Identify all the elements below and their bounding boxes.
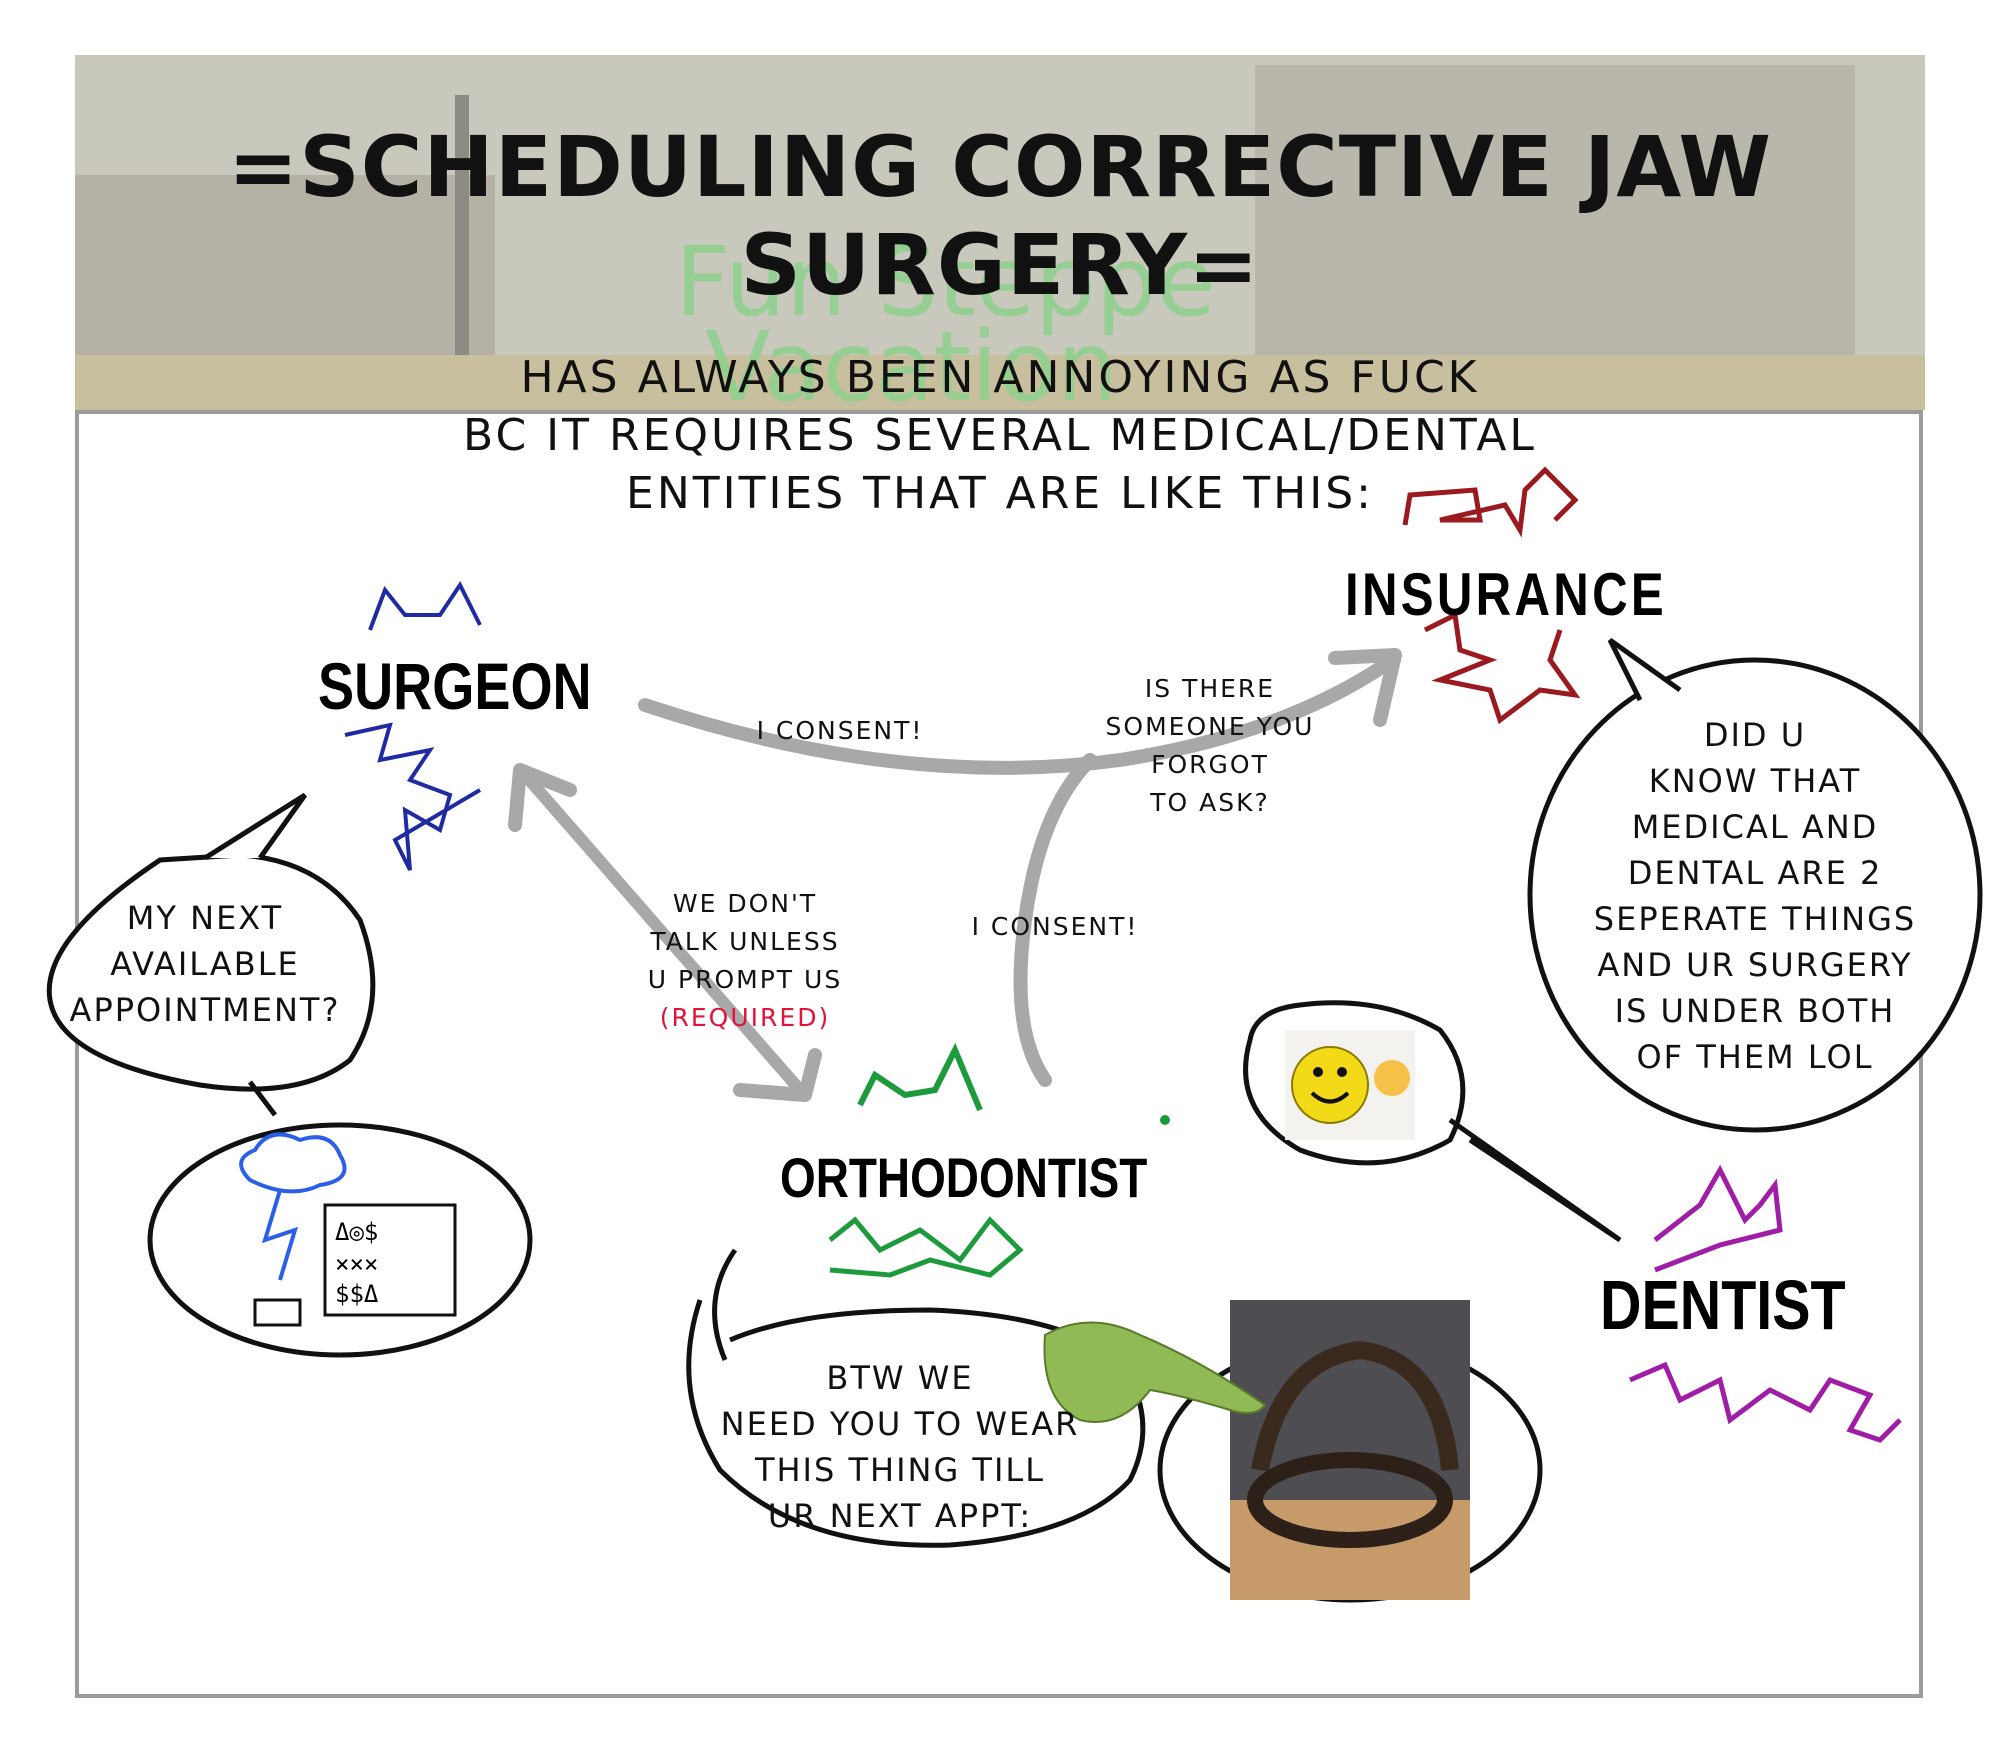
dentist-bubble-tail — [1448, 1117, 1622, 1243]
forgot-line-2: SOMEONE YOU — [1105, 712, 1315, 741]
storm-cloud-icon — [239, 1132, 347, 1194]
waving-hand-icon — [1374, 1060, 1410, 1096]
intro-line-1: HAS ALWAYS BEEN ANNOYING AS FUCK — [520, 352, 1480, 403]
surgeon-bubble-line-2: AVAILABLE — [110, 945, 300, 983]
insurance-bubble-line-7: IS UNDER BOTH — [1614, 992, 1896, 1030]
thought-connector — [248, 1080, 277, 1117]
entity-orthodontist: ORTHODONTIST — [780, 1146, 1148, 1209]
entity-insurance: INSURANCE — [1345, 561, 1668, 628]
dont-talk-line-3: U PROMPT US — [647, 965, 843, 994]
banner-bg-text-2: Vacation — [705, 311, 1118, 410]
surgeon-bubble-text: MY NEXT AVAILABLE APPOINTMENT? — [55, 895, 355, 1033]
ortho-bubble-line-3: THIS THING TILL — [754, 1451, 1046, 1489]
headgear-frame-icon — [1251, 1340, 1459, 1472]
banner-bg-text-1: Fun Steppe — [675, 226, 1216, 338]
arrow-surgeon-ortho — [519, 769, 806, 1096]
entity-dentist: DENTIST — [1600, 1266, 1846, 1344]
insurance-bubble-line-8: OF THEM LOL — [1636, 1038, 1874, 1076]
banner-background-art: Fun Steppe Vacation — [75, 55, 1925, 410]
svg-text:$$Δ: $$Δ — [335, 1280, 379, 1308]
forgot-line-3: FORGOT — [1151, 750, 1269, 779]
insurance-bubble-line-3: MEDICAL AND — [1631, 808, 1879, 846]
surgeon-bubble-line-3: APPOINTMENT? — [69, 991, 341, 1029]
surgeon-scribble-top — [368, 581, 482, 631]
arrowhead-surgeon — [508, 763, 577, 832]
label-forgot-question: IS THERE SOMEONE YOU FORGOT TO ASK? — [1095, 670, 1325, 822]
ortho-speech-bubble — [686, 1299, 1146, 1548]
entity-surgeon: SURGEON — [318, 649, 592, 723]
page-title: =SCHEDULING CORRECTIVE JAW SURGERY= — [227, 118, 1773, 314]
lightning-icon — [261, 1189, 299, 1281]
label-ortho-consent: I CONSENT! — [971, 912, 1139, 941]
ortho-bubble-line-1: BTW WE — [826, 1359, 974, 1397]
slot-symbols: Δ◎$ — [335, 1218, 378, 1246]
arrowhead-ortho — [733, 1048, 822, 1102]
arrowhead-insurance — [1328, 648, 1402, 727]
intro-line-2: BC IT REQUIRES SEVERAL MEDICAL/DENTAL — [463, 410, 1537, 461]
header-banner: Fun Steppe Vacation — [75, 55, 1925, 410]
required-label: (REQUIRED) — [659, 1003, 831, 1032]
surgeon-scribble-bottom — [344, 722, 482, 871]
insurance-bubble-tail — [1607, 637, 1682, 702]
pointing-hand-icon — [1043, 1321, 1267, 1423]
ortho-bubble-line-4: UR NEXT APPT: — [767, 1497, 1033, 1535]
smiley-face-icon — [1291, 1046, 1369, 1124]
insurance-scribble-bottom — [1423, 611, 1581, 725]
surgeon-bubble-tail — [203, 792, 308, 861]
insurance-bubble-line-4: DENTAL ARE 2 — [1627, 854, 1883, 892]
insurance-bubble-line-1: DID U — [1703, 716, 1807, 754]
surgeon-bubble-line-1: MY NEXT — [126, 899, 284, 937]
intro-line-3: ENTITIES THAT ARE LIKE THIS: — [626, 468, 1374, 519]
dont-talk-line-1: WE DON'T — [672, 889, 818, 918]
insurance-bubble-line-6: AND UR SURGERY — [1597, 946, 1913, 984]
slot-button-icon — [253, 1298, 302, 1327]
ortho-bubble-line-2: NEED YOU TO WEAR — [720, 1405, 1080, 1443]
insurance-speech-bubble — [1527, 657, 1983, 1133]
label-surgeon-consent: I CONSENT! — [756, 716, 924, 745]
forgot-line-4: TO ASK? — [1150, 788, 1270, 817]
dentist-scribble-top — [1653, 1164, 1783, 1273]
surgeon-speech-bubble — [46, 852, 376, 1092]
ortho-bubble-tail — [712, 1248, 738, 1361]
ortho-scribble-top — [857, 1042, 983, 1112]
arrow-ortho-insurance — [1013, 753, 1097, 1087]
ortho-bubble-text: BTW WE NEED YOU TO WEAR THIS THING TILL … — [700, 1355, 1100, 1539]
insurance-bubble-line-2: KNOW THAT — [1648, 762, 1862, 800]
dont-talk-line-2: TALK UNLESS — [650, 927, 840, 956]
insurance-bubble-text: DID U KNOW THAT MEDICAL AND DENTAL ARE 2… — [1560, 712, 1950, 1080]
insurance-scribble-top — [1402, 466, 1579, 538]
slot-machine-icon — [323, 1203, 457, 1317]
forgot-line-1: IS THERE — [1144, 674, 1276, 703]
svg-text:×××: ××× — [335, 1250, 378, 1278]
label-we-dont-talk: WE DON'T TALK UNLESS U PROMPT US (REQUIR… — [625, 885, 865, 1037]
insurance-bubble-line-5: SEPERATE THINGS — [1593, 900, 1917, 938]
ortho-scribble-bottom — [828, 1216, 1024, 1278]
dentist-scribble-bottom — [1629, 1361, 1902, 1443]
